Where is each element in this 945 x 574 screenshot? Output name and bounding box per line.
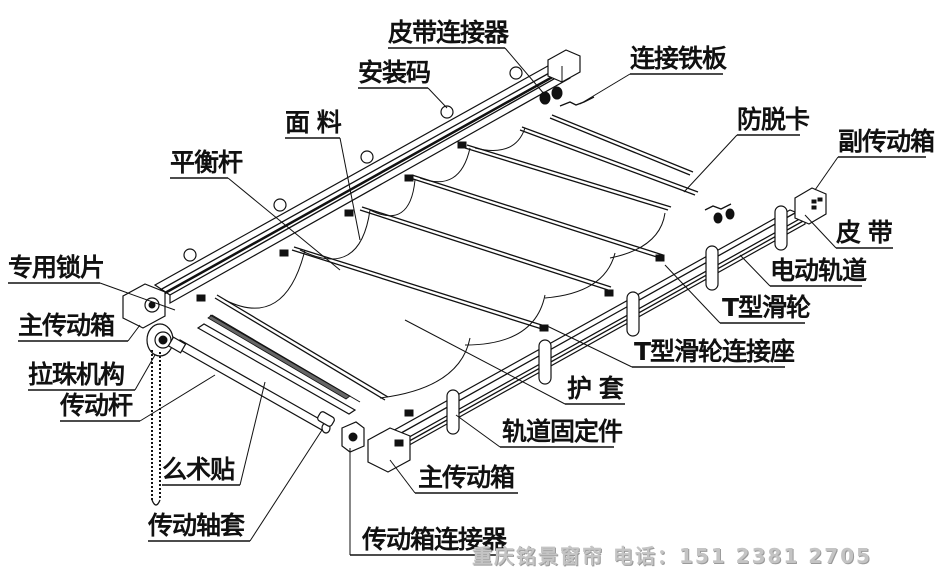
balance-bars — [214, 114, 699, 401]
label-balance-bar: 平衡杆 — [170, 148, 243, 177]
mounting-brackets — [183, 66, 523, 262]
main-gearbox-bottom — [367, 427, 411, 473]
label-secondary-gearbox: 副传动箱 — [838, 127, 935, 156]
balance-bar — [359, 206, 612, 291]
label-track-fixing: 轨道固定件 — [502, 417, 623, 446]
drive-rod — [167, 336, 332, 434]
main-gearbox-top — [122, 283, 166, 329]
balance-bar — [409, 174, 664, 259]
label-velcro: 么术贴 — [162, 455, 235, 484]
label-special-lock-piece: 专用锁片 — [8, 253, 105, 282]
secondary-gearbox — [794, 187, 827, 225]
label-belt: 皮 带 — [836, 218, 893, 247]
label-connecting-plate: 连接铁板 — [630, 44, 727, 73]
track-fixing-plates — [446, 205, 788, 435]
label-mounting-code: 安装码 — [358, 58, 431, 87]
gearbox-connector — [341, 421, 365, 453]
balance-bar — [549, 114, 694, 176]
label-electric-track: 电动轨道 — [770, 256, 867, 285]
label-t-pulley-seat: T型滑轮连接座 — [634, 337, 795, 366]
balance-bar — [214, 294, 389, 401]
label-drive-rod: 传动杆 — [60, 391, 133, 420]
t-pulleys — [196, 141, 665, 417]
balance-bar — [519, 126, 699, 196]
drive-shaft-sleeve — [317, 411, 335, 427]
top-end-box — [547, 49, 581, 83]
top-headrail — [153, 61, 572, 305]
label-belt-connector: 皮带连接器 — [388, 18, 509, 47]
belt-connector-parts — [539, 86, 595, 107]
label-drive-shaft-sleeve: 传动轴套 — [148, 511, 245, 540]
label-sleeve: 护 套 — [567, 374, 624, 403]
watermark-contact: 重庆铭景窗帘 电话：151 2381 2705 — [472, 544, 872, 568]
bead-chain-mechanism — [146, 323, 174, 506]
label-fabric: 面 料 — [285, 108, 342, 137]
balance-bar — [464, 144, 672, 211]
leader-lines — [8, 47, 926, 556]
balance-bar — [291, 246, 549, 331]
label-anti-release-clip: 防脱卡 — [737, 105, 810, 134]
velcro-strip — [196, 314, 361, 415]
label-gearbox-connector: 传动箱连接器 — [362, 525, 507, 554]
label-main-gearbox-top: 主传动箱 — [18, 311, 115, 340]
anti-release-clip-parts — [704, 203, 735, 224]
label-bead-chain-mechanism: 拉珠机构 — [28, 360, 125, 389]
label-main-gearbox-bottom: 主传动箱 — [418, 463, 515, 492]
label-t-pulley: T型滑轮 — [722, 293, 811, 322]
fabric-folds — [224, 127, 666, 399]
